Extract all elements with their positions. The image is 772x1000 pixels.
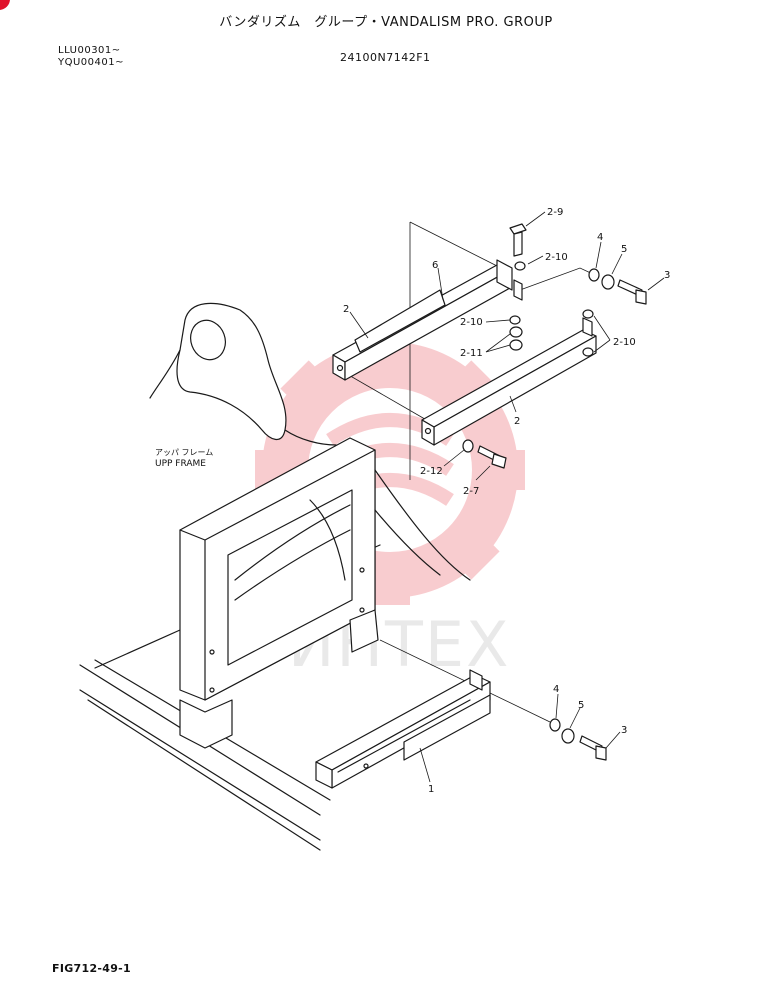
callout-labels: 2-9 2-10 4 5 3 6 2 2-10 2-11 2-10 2 2-12…	[343, 207, 670, 795]
callout-2-12: 2-12	[420, 466, 443, 477]
upper-frame-box	[179, 437, 471, 749]
callout-5-top: 5	[621, 244, 627, 255]
callout-6: 6	[432, 260, 438, 271]
callout-3-top: 3	[664, 270, 670, 281]
callout-5-bottom: 5	[578, 700, 584, 711]
guide-line-1	[339, 369, 431, 423]
reference-plane	[409, 221, 506, 480]
callout-3-bottom: 3	[621, 725, 627, 736]
leader-lines	[349, 211, 665, 783]
callout-2-10-right: 2-10	[613, 337, 636, 348]
serial-range-2: YQU00401~	[58, 57, 124, 68]
guide-line-2	[519, 267, 596, 291]
callout-1: 1	[428, 784, 434, 795]
washers-bottom	[549, 718, 607, 761]
corner-marker	[0, 0, 10, 10]
callout-4-top: 4	[597, 232, 603, 243]
figure-id: FIG712-49-1	[52, 962, 131, 975]
washers-middle	[509, 309, 594, 357]
lower-bar-2	[421, 317, 597, 446]
serial-range-1: LLU00301~	[58, 45, 121, 56]
page-title: バンダリズム グループ・VANDALISM PRO. GROUP	[219, 15, 553, 30]
bolt-2-7	[462, 439, 507, 469]
frame-label-en: UPP FRAME	[155, 459, 206, 469]
callout-2-11: 2-11	[460, 348, 483, 359]
callout-4-bottom: 4	[553, 684, 559, 695]
callout-2-10-mid: 2-10	[460, 317, 483, 328]
callout-2-left: 2	[343, 304, 349, 315]
washers-top	[514, 261, 647, 305]
callout-2-10-top: 2-10	[545, 252, 568, 263]
upper-frame-bracket	[149, 302, 337, 446]
frame-label-jp: アッパ フレーム	[155, 448, 213, 457]
bottom-bracket-1	[315, 669, 491, 789]
callout-2-right: 2	[514, 416, 520, 427]
callout-2-7: 2-7	[463, 486, 479, 497]
callout-2-9: 2-9	[547, 207, 563, 218]
bolt-2-9	[509, 223, 527, 257]
part-number: 24100N7142F1	[340, 51, 431, 64]
